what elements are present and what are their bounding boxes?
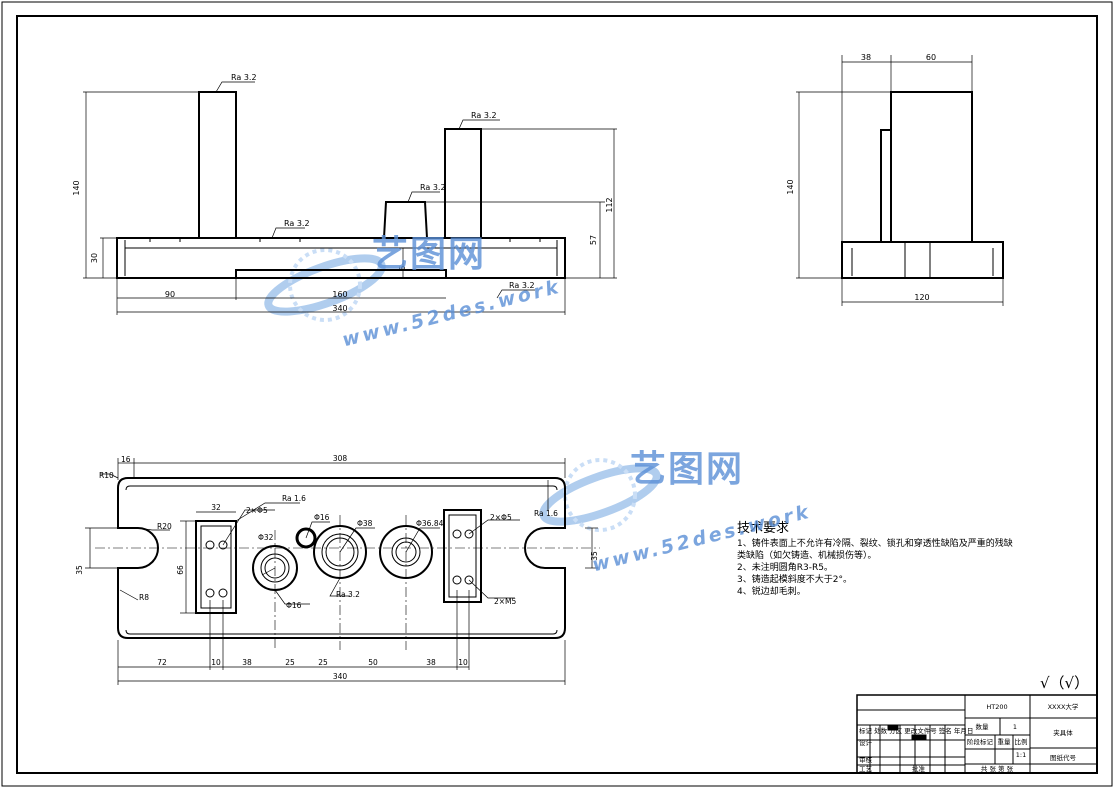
- dim-90: 90: [165, 290, 175, 299]
- reviewer: 审核: [859, 755, 873, 764]
- scale: 1:1: [1016, 751, 1026, 759]
- dim-50: 50: [368, 658, 378, 667]
- roughness-label: Ra 1.6: [534, 509, 558, 518]
- sheets: 共 张 第 张: [981, 764, 1014, 773]
- roughness-label: Ra 3.2: [284, 219, 310, 228]
- qty: 1: [1013, 723, 1017, 731]
- dim-140: 140: [72, 180, 81, 195]
- dim-308: 308: [333, 454, 348, 463]
- dim-120: 120: [914, 293, 929, 302]
- requirement-item: 4、锐边却毛刺。: [737, 587, 806, 597]
- dim-r8: R8: [139, 593, 149, 602]
- material: HT200: [986, 703, 1007, 711]
- dim-10: 10: [458, 658, 468, 667]
- dim-m5: 2×M5: [494, 597, 517, 606]
- title-block: [856, 694, 1098, 774]
- requirement-item: 1、铸件表面上不允许有冷隔、裂纹、锁孔和穿透性缺陷及严重的残缺: [737, 539, 1013, 549]
- dim-38: 38: [242, 658, 252, 667]
- roughness-label: Ra 1.6: [282, 494, 306, 503]
- dim-phi16b: Φ16: [286, 601, 302, 610]
- dim-phi16: Φ16: [314, 513, 330, 522]
- dim-32: 32: [211, 503, 221, 512]
- roughness-label: Ra 3.2: [471, 111, 497, 120]
- scale-label: 比例: [1015, 737, 1028, 746]
- watermark-logo: [264, 248, 661, 532]
- row-labels: 标记 处数 分区 更改文件号 签名 年月日: [859, 726, 973, 735]
- front-view-dim-text: 90 160 340 140 30 57 112 5 Ra 3.2 Ra 3.2…: [72, 73, 614, 313]
- dim-66: 66: [176, 565, 185, 575]
- dim-35-left: 35: [75, 565, 84, 575]
- dim-38: 38: [426, 658, 436, 667]
- requirement-item: 3、铸造起模斜度不大于2°。: [737, 575, 852, 585]
- dim-hole5b: 2×Φ5: [490, 513, 512, 522]
- top-view-centerlines: [95, 515, 600, 650]
- roughness-label: Ra 3.2: [231, 73, 257, 82]
- dim-25: 25: [285, 658, 295, 667]
- dim-340: 340: [333, 672, 348, 681]
- title-block-text: HT200 XXXX大学 数量 1 夹具体 阶段标记 重量 比例 1:1 图纸代…: [859, 702, 1079, 773]
- dim-160: 160: [332, 290, 347, 299]
- dim-30: 30: [90, 253, 99, 263]
- watermark-title: 艺图网: [630, 449, 745, 490]
- dim-72: 72: [157, 658, 167, 667]
- dim-phi32: Φ32: [258, 533, 274, 542]
- front-view-dimensions: [83, 81, 617, 315]
- dim-112: 112: [605, 197, 614, 212]
- requirement-item: 类缺陷（如欠铸造、机械损伤等）。: [737, 551, 877, 561]
- dim-25: 25: [318, 658, 328, 667]
- qty-label: 数量: [976, 722, 990, 731]
- dim-340: 340: [332, 304, 347, 313]
- dim-5: 5: [398, 265, 407, 270]
- side-view-dim-text: 38 60 140 120: [786, 53, 936, 302]
- dim-phi3684: Φ36.84: [416, 519, 444, 528]
- dim-38: 38: [861, 53, 871, 62]
- drawing-frame: [16, 15, 1098, 774]
- surface-finish-note: √（√）: [1040, 674, 1090, 692]
- top-view: [117, 477, 566, 639]
- dim-35-right: 35: [590, 551, 599, 561]
- drawing-no: 图纸代号: [1050, 753, 1077, 762]
- top-view-dimensions: [85, 458, 598, 685]
- dim-phi38: Φ38: [357, 519, 373, 528]
- roughness-label: Ra 3.2: [509, 281, 535, 290]
- dim-r10: R10: [99, 471, 114, 480]
- side-view-dimensions: [796, 55, 1004, 306]
- designer: 设计: [859, 738, 873, 747]
- school: XXXX大学: [1048, 702, 1079, 711]
- weight-label: 重量: [998, 738, 1012, 746]
- requirement-item: 2、未注明圆角R3-R5。: [737, 563, 833, 573]
- top-view-dim-text: 16 308 R10 R20 R8 35 66 35 32 2×Φ5 Φ32 Φ…: [75, 454, 599, 681]
- part-name: 夹具体: [1053, 728, 1073, 737]
- dim-140: 140: [786, 179, 795, 194]
- dim-60: 60: [926, 53, 936, 62]
- technical-requirements: 技术要求 1、铸件表面上不允许有冷隔、裂纹、锁孔和穿透性缺陷及严重的残缺 类缺陷…: [737, 517, 1013, 598]
- roughness-label: Ra 3.2: [420, 183, 446, 192]
- roughness-label: Ra 3.2: [336, 590, 360, 599]
- dim-10: 10: [211, 658, 221, 667]
- approver: 批准: [912, 764, 926, 773]
- dim-16: 16: [121, 455, 131, 464]
- stage-label: 阶段标记: [967, 737, 994, 746]
- watermark-title: 艺图网: [372, 234, 487, 275]
- dim-hole5: 2×Φ5: [246, 506, 268, 515]
- dim-r20: R20: [157, 522, 172, 531]
- dim-57: 57: [589, 235, 598, 245]
- requirements-title: 技术要求: [737, 521, 790, 536]
- process: 工艺: [859, 765, 873, 773]
- side-view: [841, 91, 1004, 279]
